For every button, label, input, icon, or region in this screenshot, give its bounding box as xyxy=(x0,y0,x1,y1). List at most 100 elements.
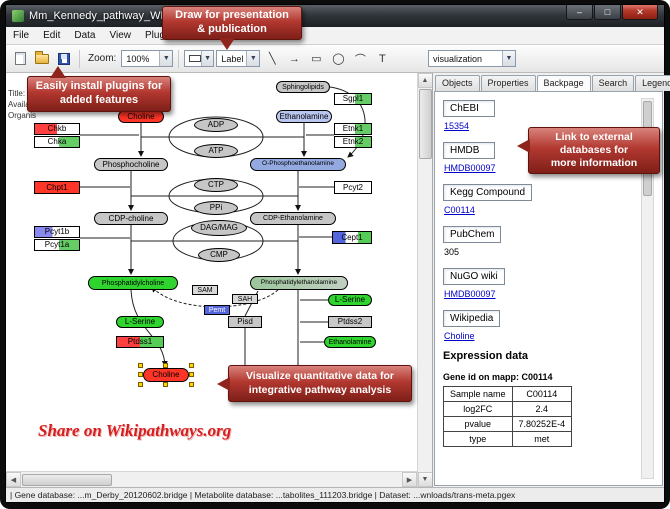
node-etnk2[interactable]: Etnk2 xyxy=(334,136,372,148)
node-cept1[interactable]: Cept1 xyxy=(332,231,372,244)
horizontal-scroll-thumb[interactable] xyxy=(22,473,112,486)
selection-handle[interactable] xyxy=(189,382,194,387)
node-cdp-choline[interactable]: CDP-choline xyxy=(94,212,168,225)
node-pemt[interactable]: Pemt xyxy=(204,305,230,315)
chevron-down-icon[interactable]: ▼ xyxy=(502,51,515,66)
node-phosphatidylethanolamine[interactable]: Phosphatidylethanolamine xyxy=(250,276,348,290)
table-cell: 2.4 xyxy=(511,401,573,417)
node-pcyt1b[interactable]: Pcyt1b xyxy=(34,226,80,238)
callout-plugins: Easily install plugins for added feature… xyxy=(27,66,171,112)
node-ethanolamine-bottom[interactable]: Ethanolamine xyxy=(324,336,376,348)
menu-data[interactable]: Data xyxy=(74,30,96,41)
menu-edit[interactable]: Edit xyxy=(43,30,61,41)
tab-properties[interactable]: Properties xyxy=(480,75,536,91)
node-ptdss1[interactable]: Ptdss1 xyxy=(116,336,164,348)
selection-handle[interactable] xyxy=(163,363,168,368)
close-button[interactable]: ✕ xyxy=(622,5,658,20)
tab-legend[interactable]: Legend xyxy=(635,75,670,91)
datanode-icon xyxy=(189,55,201,62)
selection-handle[interactable] xyxy=(189,363,194,368)
nugo-id-link[interactable]: HMDB00097 xyxy=(444,289,496,299)
tab-objects[interactable]: Objects xyxy=(435,75,480,91)
scroll-right-arrow[interactable]: ▶ xyxy=(402,472,417,487)
node-ptdss2[interactable]: Ptdss2 xyxy=(328,316,372,328)
new-file-button[interactable] xyxy=(10,49,30,69)
node-cdp-ethanolamine[interactable]: CDP-Ethanolamine xyxy=(250,212,336,225)
zoom-label: Zoom: xyxy=(88,53,117,64)
node-choline-selected[interactable]: Choline xyxy=(143,368,189,382)
menu-view[interactable]: View xyxy=(109,30,131,41)
open-button[interactable] xyxy=(32,49,52,69)
expression-data-title: Expression data xyxy=(443,350,528,362)
datanode-tool-combobox[interactable]: ▼ xyxy=(184,50,215,67)
wikipedia-link[interactable]: Choline xyxy=(444,331,475,341)
node-chkb[interactable]: Chkb xyxy=(34,123,80,135)
node-phosphocholine[interactable]: Phosphocholine xyxy=(94,158,168,171)
node-chka[interactable]: Chka xyxy=(34,136,80,148)
node-dag-mag[interactable]: DAG/MAG xyxy=(191,220,247,236)
selection-handle[interactable] xyxy=(189,372,194,377)
pathway-canvas[interactable]: Title: Availab Organis xyxy=(6,73,417,471)
tab-search[interactable]: Search xyxy=(591,75,635,91)
node-ctp[interactable]: CTP xyxy=(194,178,238,192)
selection-handle[interactable] xyxy=(138,372,143,377)
node-pisd[interactable]: Pisd xyxy=(228,316,262,328)
node-etnk1[interactable]: Etnk1 xyxy=(334,123,372,135)
node-chpt1[interactable]: Chpt1 xyxy=(34,181,80,194)
menu-file[interactable]: File xyxy=(13,30,30,41)
table-row: Sample name C00114 xyxy=(443,386,573,402)
node-cmp[interactable]: CMP xyxy=(198,248,240,262)
visualization-combobox[interactable]: visualization ▼ xyxy=(428,50,516,67)
save-button[interactable] xyxy=(54,49,74,69)
node-ppi[interactable]: PPi xyxy=(194,201,238,215)
statusbar-text: | Gene database: ...m_Derby_20120602.bri… xyxy=(10,490,516,500)
node-l-serine-right[interactable]: L-Serine xyxy=(328,294,372,306)
arrow-tool-button[interactable]: → xyxy=(288,52,300,65)
tab-backpage[interactable]: Backpage xyxy=(536,75,591,91)
node-sam[interactable]: SAM xyxy=(192,285,218,295)
db-header-kegg: Kegg Compound xyxy=(443,184,533,201)
app-window: Mm_Kennedy_pathway_WP1771_45176.gpml – □… xyxy=(5,4,670,503)
text-tool-button[interactable]: T xyxy=(378,52,386,65)
scroll-up-arrow[interactable]: ▲ xyxy=(417,73,433,88)
line-tool-button[interactable]: ╲ xyxy=(269,53,276,65)
node-pcyt2[interactable]: Pcyt2 xyxy=(334,181,372,194)
backpage-panel: ChEBI 15354 HMDB HMDB00097 Kegg Compound… xyxy=(434,91,663,486)
maximize-button[interactable]: □ xyxy=(594,5,621,20)
node-pcyt1a[interactable]: Pcyt1a xyxy=(34,239,80,251)
node-sah[interactable]: SAH xyxy=(232,294,258,304)
rectangle-tool-button[interactable]: ▭ xyxy=(311,53,322,65)
minimize-button[interactable]: – xyxy=(566,5,593,20)
kegg-id-link[interactable]: C00114 xyxy=(444,205,475,215)
oval-tool-button[interactable]: ◯ xyxy=(332,53,345,65)
selection-handle[interactable] xyxy=(138,382,143,387)
hmdb-id-link[interactable]: HMDB00097 xyxy=(444,163,496,173)
label-tool-combobox[interactable]: Label ▼ xyxy=(216,50,261,67)
titlebar[interactable]: Mm_Kennedy_pathway_WP1771_45176.gpml – □… xyxy=(6,5,664,27)
arc-tool-button[interactable]: ⌒ xyxy=(354,53,366,66)
node-atp[interactable]: ATP xyxy=(194,144,238,158)
callout-visualize: Visualize quantitative data for integrat… xyxy=(217,365,412,402)
chevron-down-icon[interactable]: ▼ xyxy=(246,51,260,66)
vertical-scroll-thumb[interactable] xyxy=(418,89,432,159)
chevron-down-icon[interactable]: ▼ xyxy=(200,51,214,66)
node-ethanolamine[interactable]: Ethanolamine xyxy=(276,110,332,123)
zoom-combobox[interactable]: 100% ▼ xyxy=(121,50,174,67)
node-adp[interactable]: ADP xyxy=(194,118,238,132)
selection-handle[interactable] xyxy=(138,363,143,368)
chevron-down-icon[interactable]: ▼ xyxy=(159,51,173,66)
node-sphingolipids[interactable]: Sphingolipids xyxy=(276,81,330,93)
db-header-chebi: ChEBI xyxy=(443,100,495,117)
node-o-phosphoethanolamine[interactable]: O-Phosphoethanolamine xyxy=(250,158,346,171)
selection-handle[interactable] xyxy=(163,382,168,387)
vertical-scrollbar: ▲ ▼ xyxy=(417,73,433,487)
table-cell: Sample name xyxy=(443,386,513,402)
chebi-id-link[interactable]: 15354 xyxy=(444,121,470,131)
callout-pointer-left-icon xyxy=(517,139,530,153)
scroll-down-arrow[interactable]: ▼ xyxy=(417,472,433,487)
node-l-serine-left[interactable]: L-Serine xyxy=(116,316,164,328)
scroll-left-arrow[interactable]: ◀ xyxy=(6,472,21,487)
menu-plugins[interactable]: Plugins xyxy=(138,28,185,43)
node-sgpl1[interactable]: Sgpl1 xyxy=(334,93,372,105)
node-phosphatidylcholine[interactable]: Phosphatidylcholine xyxy=(88,276,178,290)
